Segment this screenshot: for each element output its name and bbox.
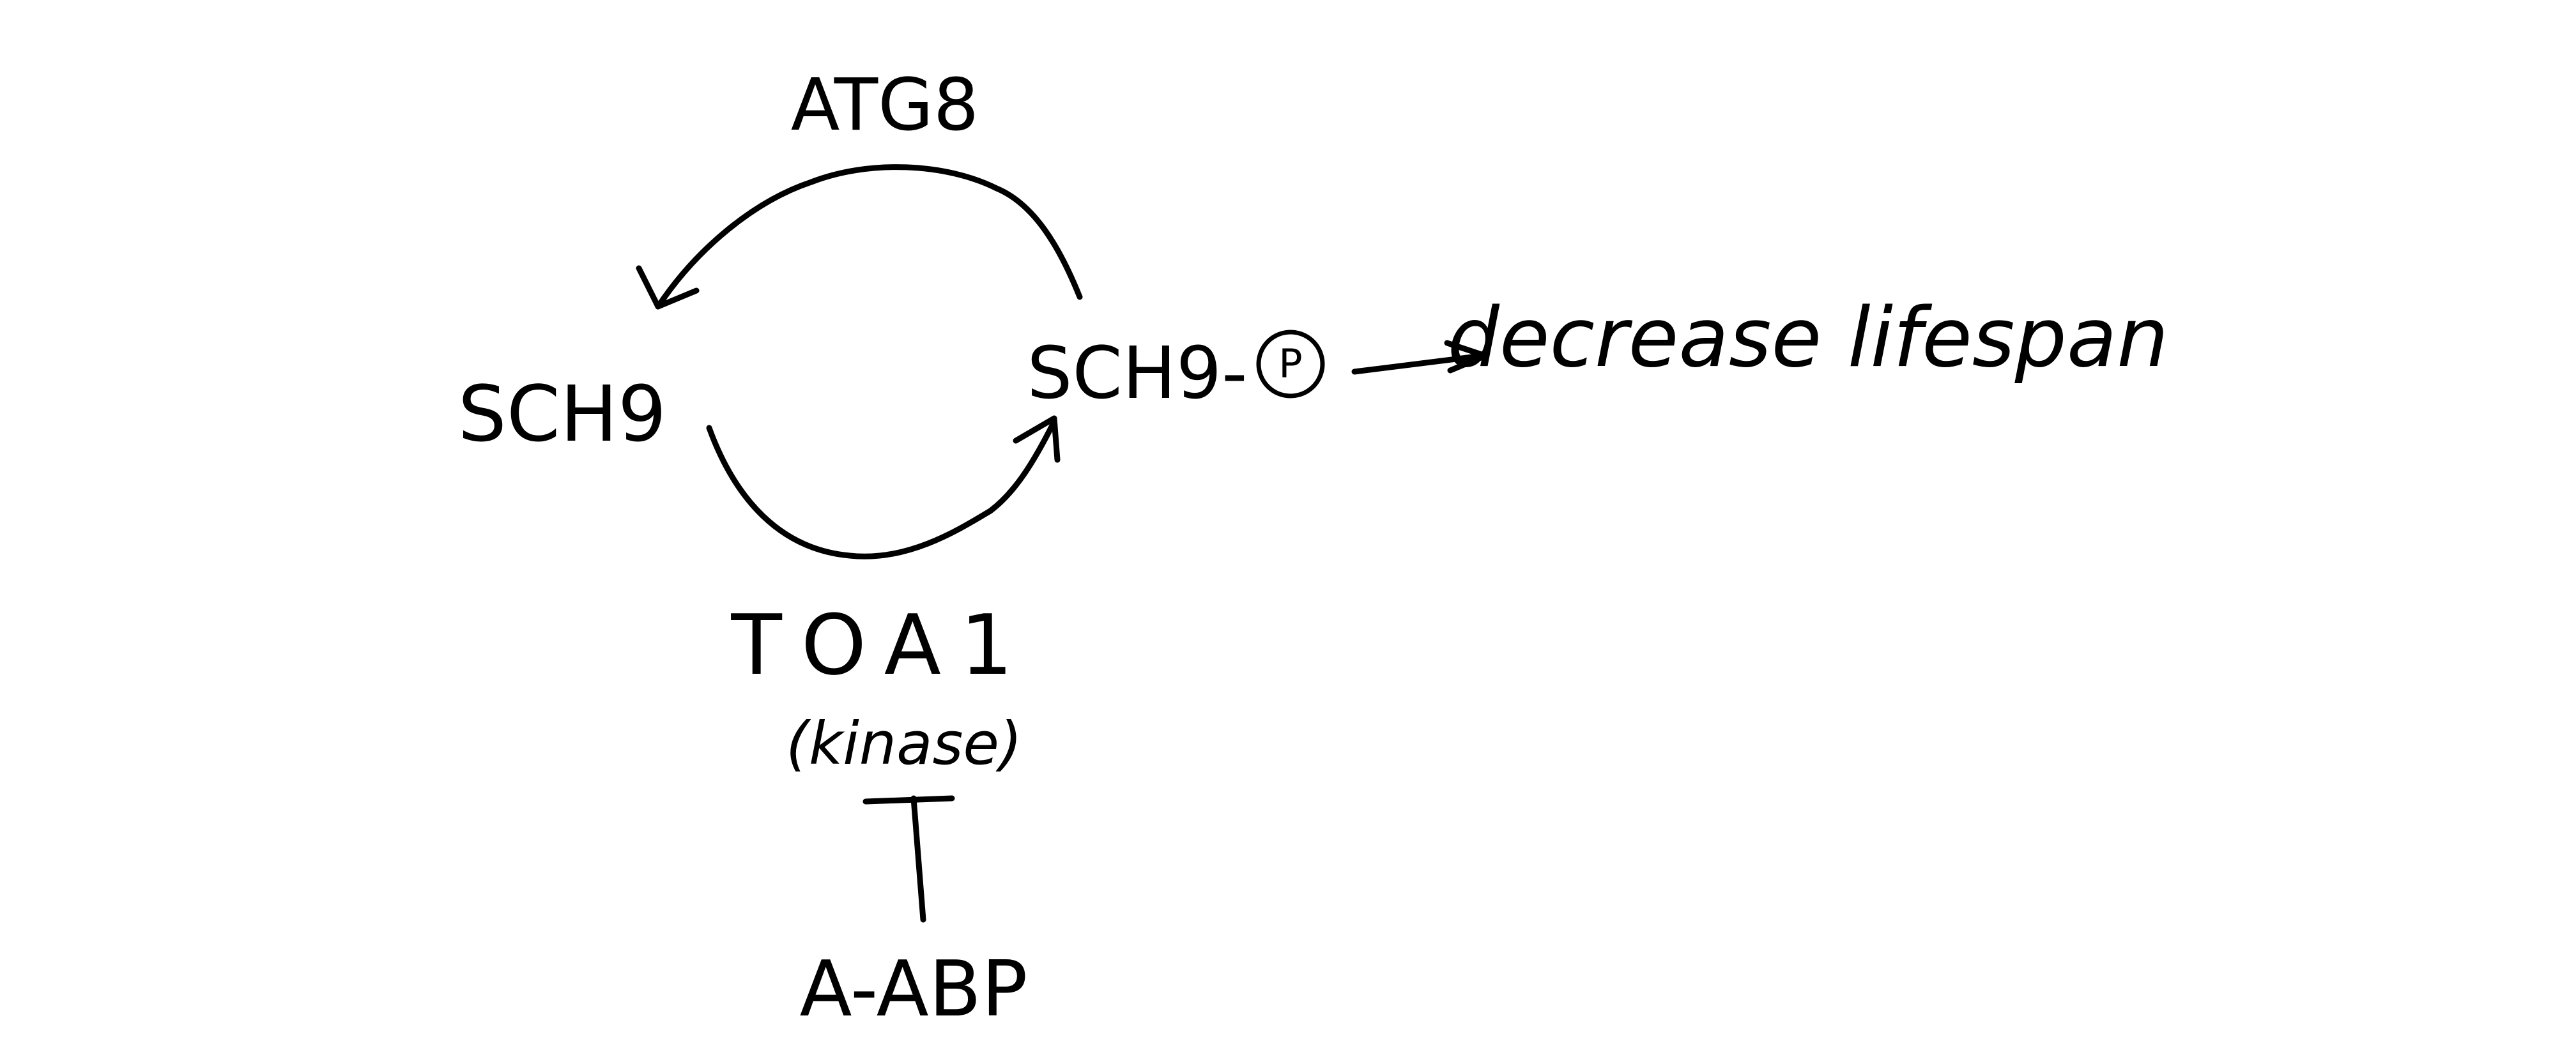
phospho-label: P <box>1278 340 1303 387</box>
atg8-return-arc <box>655 164 1083 310</box>
node-sch9-p: SCH9- <box>1027 332 1248 415</box>
inhibition-bar <box>862 795 955 805</box>
node-toa1: TOA1 <box>731 597 1032 694</box>
arrowhead-to-sch9-p <box>1013 415 1061 463</box>
node-a-abp: A-ABP <box>799 945 1028 1034</box>
node-outcome: decrease lifespan <box>1447 291 2169 386</box>
node-kinase: (kinase) <box>786 710 1022 778</box>
phospho-circle <box>1256 330 1325 399</box>
inhibition-line <box>910 795 926 923</box>
arrow-to-outcome-shaft <box>1351 353 1485 375</box>
arrowhead-to-outcome <box>1444 340 1489 374</box>
toa1-phosphorylation-arc <box>706 418 1057 559</box>
node-sch9: SCH9 <box>457 370 667 459</box>
arrowhead-to-sch9 <box>636 265 700 310</box>
node-atg8: ATG8 <box>790 64 979 147</box>
